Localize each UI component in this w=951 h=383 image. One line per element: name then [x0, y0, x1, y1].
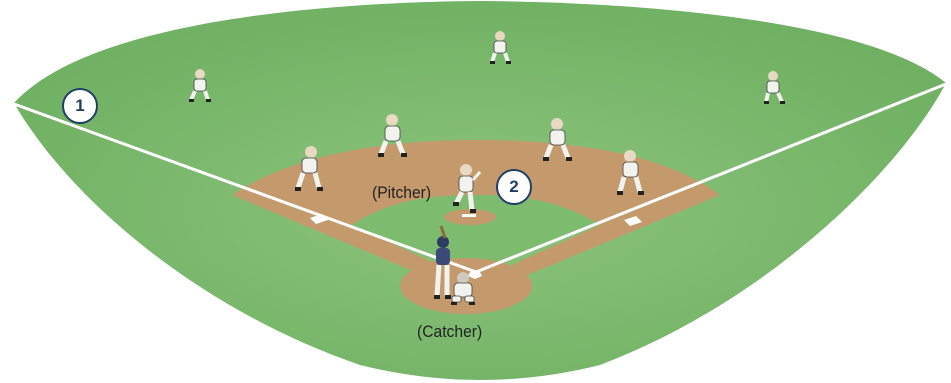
pitcher-label: (Pitcher) — [372, 183, 431, 203]
pitchers-rubber — [462, 214, 476, 217]
marker-2-number: 2 — [509, 177, 518, 197]
marker-1-badge: 1 — [62, 88, 98, 124]
marker-2-badge: 2 — [496, 169, 532, 205]
catcher-label: (Catcher) — [417, 322, 482, 342]
marker-1-number: 1 — [75, 96, 84, 116]
